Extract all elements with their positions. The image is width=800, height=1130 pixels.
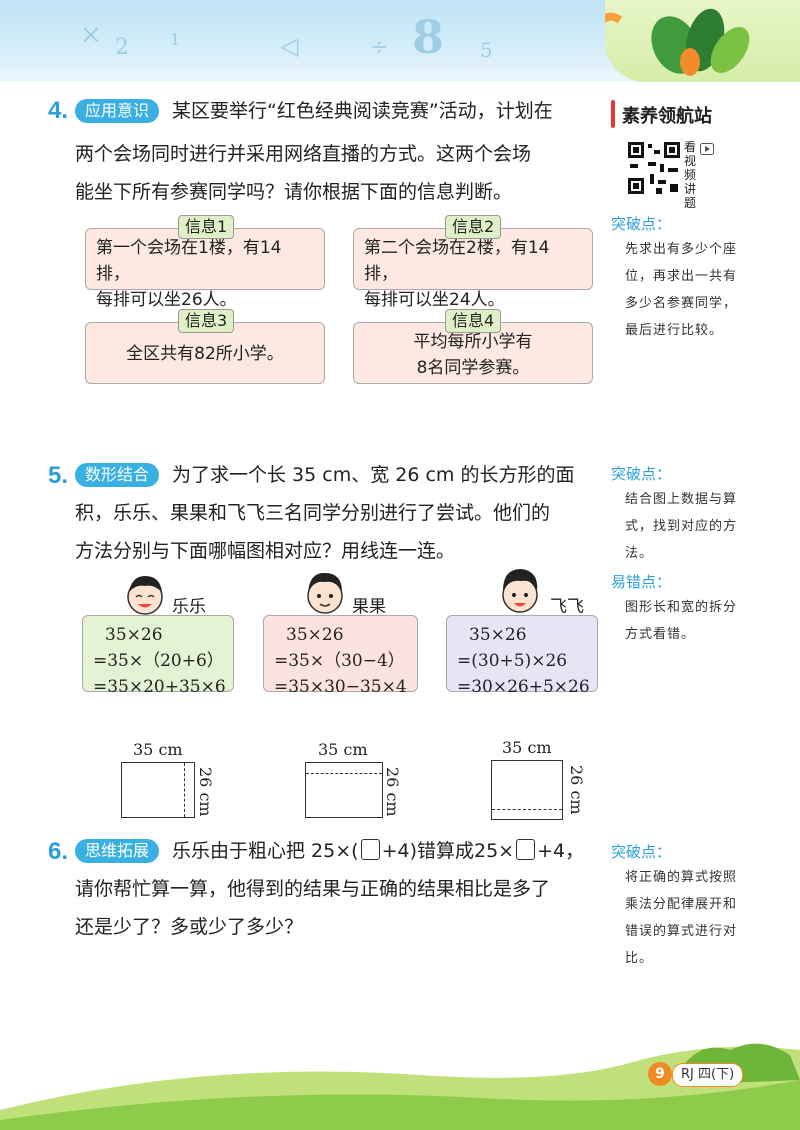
question-number: 4. [48, 97, 69, 124]
q6-expr-part: 乐乐由于粗心把 25×( [172, 840, 359, 862]
method-line: =30×26+5×26 [457, 677, 590, 697]
rectangle-figure[interactable] [305, 762, 383, 818]
deco-glyph: 2 [115, 35, 129, 60]
method-line: 35×26 [286, 625, 344, 645]
info-title: 信息1 [178, 215, 235, 239]
info-line: 8名同学参赛。 [416, 358, 530, 378]
figure-length-label: 35 cm [502, 738, 552, 757]
method-line: =35×30−35×4 [274, 677, 407, 697]
q4-tip-text: 先求出有多少个座位，再求出一共有多少名参赛同学，最后进行比较。 [625, 242, 738, 338]
deco-glyph: ÷ [370, 35, 389, 60]
q4-text-line: 能坐下所有参赛同学吗？请你根据下面的信息判断。 [75, 181, 513, 203]
q5-error-text: 图形长和宽的拆分方式看错。 [625, 600, 738, 642]
page-number: 9 [648, 1062, 672, 1086]
side-title-marker [611, 100, 615, 128]
q6-tip-heading: 突破点： [611, 843, 672, 861]
info-line: 第二个会场在2楼，有14排， [364, 238, 550, 284]
q5-text-line: 积，乐乐、果果和飞飞三名同学分别进行了尝试。他们的 [75, 502, 551, 524]
method-line: 35×26 [469, 625, 527, 645]
q6-expr-part: +4， [537, 840, 585, 862]
split-line [184, 763, 185, 817]
play-video-icon [700, 140, 714, 159]
student-avatar-guoguo [307, 572, 343, 614]
figure-width-label: 26 cm [383, 767, 402, 817]
figure-length-label: 35 cm [318, 740, 368, 759]
question-tag: 思维拓展 [75, 839, 160, 863]
qr-code[interactable] [626, 140, 682, 196]
figure-width-label: 26 cm [567, 765, 586, 815]
question-number: 6. [48, 838, 69, 865]
q4-tip-heading: 突破点： [611, 215, 672, 233]
question-number: 5. [48, 462, 69, 489]
rectangle-figure[interactable] [491, 760, 563, 820]
split-line [306, 773, 382, 774]
q4-text-line: 两个会场同时进行并采用网络直播的方式。这两个会场 [75, 143, 532, 165]
info-line: 全区共有82所小学。 [126, 344, 284, 364]
info-box: 平均每所小学有 8名同学参赛。 [353, 322, 593, 384]
method-line: =35×20+35×6 [93, 677, 226, 697]
q6-text-line: 乐乐由于粗心把 25×( +4)错算成25× +4， [172, 832, 584, 870]
q5-error-heading: 易错点： [611, 573, 672, 591]
info-title: 信息3 [178, 309, 235, 333]
question-tag: 数形结合 [75, 463, 160, 487]
student-name: 果果 [352, 597, 386, 617]
q5-tip-text: 结合图上数据与算式，找到对应的方法。 [625, 492, 738, 561]
side-panel-title: 素养领航站 [622, 106, 712, 127]
q5-text-line: 为了求一个长 35 cm、宽 26 cm 的长方形的面 [172, 464, 575, 486]
method-box: 35×26 =35×（30−4） =35×30−35×4 [263, 615, 418, 697]
split-line [492, 809, 562, 810]
blank-box [360, 839, 380, 860]
deco-glyph: × [80, 20, 102, 50]
info-title: 信息4 [445, 309, 502, 333]
method-box: 35×26 =(30+5)×26 =30×26+5×26 [446, 615, 598, 697]
method-line: =35×（30−4） [274, 651, 405, 671]
q6-tip-text: 将正确的算式按照乘法分配律展开和错误的算式进行对比。 [625, 870, 738, 966]
method-line: =35×（20+6） [93, 651, 224, 671]
student-name: 乐乐 [172, 597, 206, 617]
header-leaf-decoration [591, 0, 800, 82]
q6-expr-part: +4)错算成25× [381, 840, 515, 862]
question-tag: 应用意识 [75, 99, 160, 123]
info-line: 平均每所小学有 [413, 332, 533, 352]
deco-glyph: 1 [170, 30, 181, 49]
info-line: 每排可以坐24人。 [364, 290, 505, 310]
blank-box [516, 839, 536, 860]
leaf-illustration [591, 8, 750, 76]
student-name: 飞飞 [550, 597, 584, 617]
info-title: 信息2 [445, 215, 502, 239]
figure-length-label: 35 cm [133, 740, 183, 759]
q6-text-line: 请你帮忙算一算，他得到的结果与正确的结果相比是多了 [75, 878, 551, 900]
student-avatar-lele [127, 576, 163, 615]
method-line: =(30+5)×26 [457, 651, 568, 671]
student-avatar-feifei [502, 569, 538, 613]
q4-text-line: 某区要举行“红色经典阅读竞赛”活动，计划在 [172, 100, 553, 122]
q5-text-line: 方法分别与下面哪幅图相对应？用线连一连。 [75, 540, 456, 562]
deco-glyph: ◁ [280, 32, 299, 60]
info-line: 每排可以坐26人。 [96, 290, 237, 310]
edition-label: RJ 四(下) [672, 1063, 744, 1087]
rectangle-figure[interactable] [121, 762, 195, 818]
method-box: 35×26 =35×（20+6） =35×20+35×6 [82, 615, 234, 697]
deco-glyph: 8 [412, 10, 445, 64]
qr-label: 看视频讲题 [684, 140, 697, 210]
q5-tip-heading: 突破点： [611, 465, 672, 483]
figure-width-label: 26 cm [196, 767, 215, 817]
info-box: 第一个会场在1楼，有14排， 每排可以坐26人。 [85, 228, 325, 310]
qr-code-icon [626, 140, 682, 196]
deco-glyph: 5 [480, 38, 493, 62]
method-line: 35×26 [105, 625, 163, 645]
info-line: 第一个会场在1楼，有14排， [96, 238, 282, 284]
q6-text-line: 还是少了？多或少了多少？ [75, 916, 304, 938]
